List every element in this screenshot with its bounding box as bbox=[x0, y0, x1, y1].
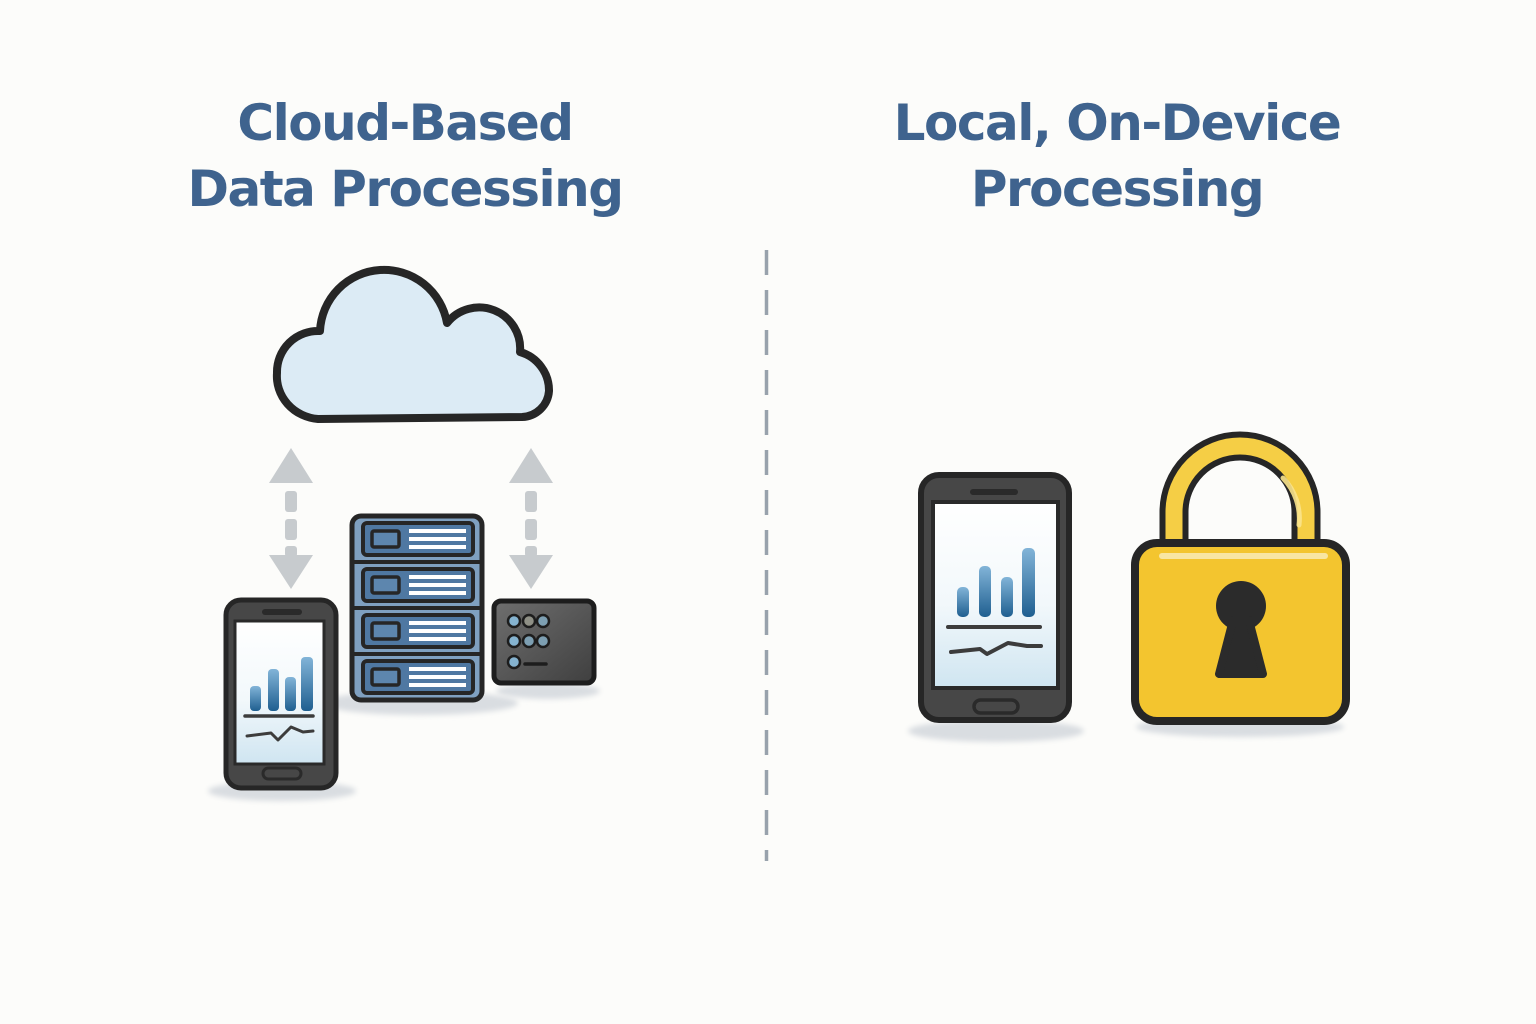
smartphone-icon bbox=[208, 597, 356, 801]
phone-screen bbox=[931, 500, 1060, 690]
smartphone-icon bbox=[908, 472, 1084, 742]
network-device-icon bbox=[491, 598, 600, 699]
left-title-line2: Data Processing bbox=[187, 160, 624, 218]
phone-shadow bbox=[908, 720, 1084, 742]
phone-speaker bbox=[970, 489, 1018, 495]
server-rack-icon bbox=[322, 513, 518, 715]
screen-bar-chart bbox=[957, 548, 1035, 617]
device-shadow bbox=[496, 683, 600, 699]
phone-home-button bbox=[261, 766, 303, 781]
cloud-icon bbox=[272, 265, 554, 423]
right-title-line2: Processing bbox=[970, 160, 1265, 218]
device-led-lights bbox=[506, 613, 551, 670]
padlock-shackle bbox=[1159, 431, 1321, 560]
left-title-line1: Cloud-Based bbox=[237, 94, 574, 152]
padlock-icon bbox=[1131, 431, 1350, 737]
keyhole bbox=[1215, 581, 1267, 678]
sync-arrow-icon bbox=[269, 448, 313, 589]
left-panel-title: Cloud-Based Data Processing bbox=[145, 90, 665, 222]
screen-trend-line bbox=[949, 641, 1043, 656]
right-panel-title: Local, On-Device Processing bbox=[852, 90, 1382, 222]
screen-trend-line bbox=[245, 725, 315, 742]
phone-speaker bbox=[262, 609, 302, 615]
screen-bar-chart bbox=[250, 657, 313, 711]
phone-home-button bbox=[972, 698, 1020, 715]
right-title-line1: Local, On-Device bbox=[893, 94, 1342, 152]
sync-arrow-icon bbox=[509, 448, 553, 589]
